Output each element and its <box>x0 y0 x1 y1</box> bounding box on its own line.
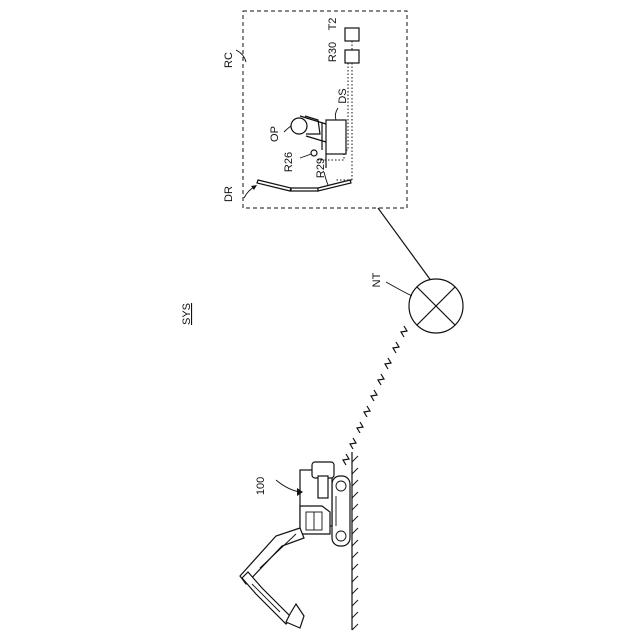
ds-leader-line <box>335 108 338 120</box>
wireless-link <box>343 326 407 465</box>
label-nt: NT <box>371 272 383 287</box>
device-t2 <box>345 28 359 41</box>
device-r30 <box>345 50 359 63</box>
label-ds: DS <box>337 88 349 103</box>
engine-hood <box>318 476 328 498</box>
lever-r26 <box>311 150 317 156</box>
crawler-track <box>332 476 350 546</box>
operator-op <box>291 118 307 134</box>
label-machine: 100 <box>255 477 267 495</box>
display-dr <box>257 180 351 191</box>
label-dr: DR <box>223 186 235 202</box>
label-r30: R30 <box>327 42 339 62</box>
machine-leader-arrow <box>276 480 300 492</box>
network-nt: NT <box>371 208 463 333</box>
remote-control-room: RC T2 R30 DS OP R26 <box>223 11 407 208</box>
bucket <box>286 604 304 628</box>
nt-leader-line <box>386 282 412 296</box>
arm <box>242 572 292 624</box>
label-rc: RC <box>223 52 235 68</box>
label-r26: R26 <box>283 152 295 172</box>
rc-network-link <box>378 208 432 282</box>
label-sys: SYS <box>181 303 193 325</box>
excavator-100: 100 <box>240 452 358 630</box>
dr-arrowhead <box>251 185 257 190</box>
label-t2: T2 <box>327 18 339 31</box>
label-op: OP <box>269 126 281 142</box>
r26-leader-line <box>300 154 311 158</box>
label-r29: R29 <box>315 158 327 178</box>
ground-hatching <box>352 456 358 630</box>
op-leader-line <box>284 126 291 132</box>
rc-leader-line <box>236 50 246 62</box>
